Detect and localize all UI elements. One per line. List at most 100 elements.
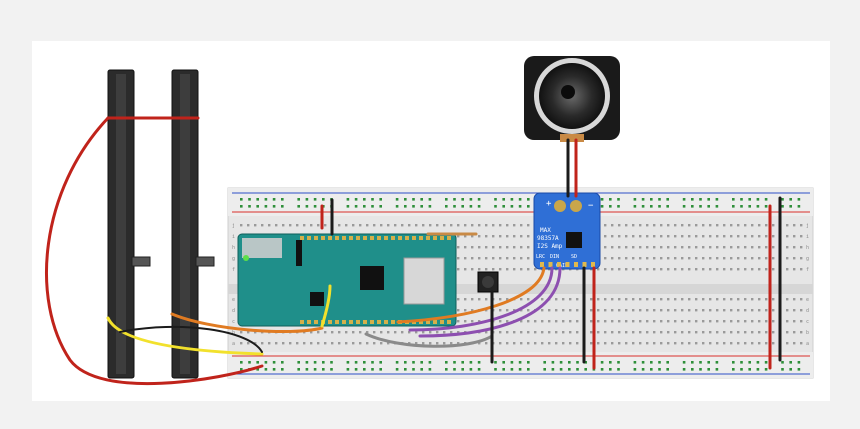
- strip-hole: [681, 320, 684, 323]
- strip-hole: [653, 342, 656, 345]
- rail-hole: [281, 368, 284, 371]
- strip-hole: [471, 257, 474, 260]
- strip-hole: [506, 298, 509, 301]
- strip-hole: [625, 257, 628, 260]
- strip-hole: [457, 268, 460, 271]
- wire-button-gray: [364, 332, 494, 348]
- strip-hole: [464, 320, 467, 323]
- strip-hole: [660, 268, 663, 271]
- rail-hole: [322, 368, 325, 371]
- row-letter: h: [232, 245, 235, 251]
- strip-hole: [527, 224, 530, 227]
- rail-hole: [305, 198, 309, 201]
- rail-hole: [527, 198, 530, 201]
- rail-hole: [682, 368, 686, 371]
- strip-hole: [716, 224, 719, 227]
- strip-hole: [772, 268, 775, 271]
- strip-hole: [520, 331, 523, 334]
- header-pin: [447, 320, 451, 324]
- rail-hole: [502, 198, 505, 201]
- strip-hole: [331, 342, 334, 345]
- strip-hole: [457, 298, 460, 301]
- strip-hole: [597, 331, 600, 334]
- amp-pin: [574, 262, 578, 267]
- strip-hole: [499, 320, 502, 323]
- rail-hole: [641, 198, 645, 201]
- header-pin: [314, 236, 318, 240]
- rail-hole: [576, 361, 579, 364]
- strip-hole: [744, 331, 747, 334]
- strip-hole: [793, 342, 796, 345]
- strip-hole: [667, 331, 670, 334]
- strip-hole: [709, 320, 712, 323]
- strip-hole: [639, 268, 642, 271]
- strip-hole: [674, 235, 677, 238]
- header-pin: [300, 236, 304, 240]
- strip-hole: [772, 246, 775, 249]
- rail-hole: [445, 361, 448, 364]
- strip-hole: [737, 309, 740, 312]
- strip-hole: [786, 257, 789, 260]
- strip-hole: [632, 309, 635, 312]
- rail-hole: [584, 368, 587, 371]
- strip-hole: [793, 320, 796, 323]
- strip-hole: [737, 246, 740, 249]
- rail-hole: [477, 198, 481, 201]
- strip-hole: [674, 331, 677, 334]
- strip-hole: [527, 235, 530, 238]
- rail-hole: [445, 368, 448, 371]
- strip-hole: [555, 342, 558, 345]
- strip-hole: [338, 331, 341, 334]
- strip-hole: [786, 298, 789, 301]
- rail-hole: [551, 368, 555, 371]
- strip-hole: [576, 342, 579, 345]
- strip-hole: [618, 224, 621, 227]
- row-letter: f: [232, 267, 235, 273]
- strip-hole: [688, 320, 691, 323]
- rail-hole: [240, 198, 243, 201]
- header-pin: [447, 236, 451, 240]
- strip-hole: [296, 224, 299, 227]
- strip-hole: [751, 320, 754, 323]
- strip-hole: [492, 224, 495, 227]
- rail-hole: [346, 368, 350, 371]
- strip-hole: [660, 298, 663, 301]
- strip-hole: [513, 235, 516, 238]
- strip-hole: [562, 298, 565, 301]
- strip-hole: [702, 331, 705, 334]
- strip-hole: [716, 235, 719, 238]
- strip-hole: [268, 224, 271, 227]
- rail-hole: [469, 198, 473, 201]
- rail-hole: [789, 361, 792, 364]
- strip-hole: [702, 309, 705, 312]
- rail-hole: [650, 205, 653, 208]
- strip-hole: [646, 268, 649, 271]
- wires: [45, 116, 782, 386]
- strip-hole: [611, 320, 614, 323]
- strip-hole: [541, 342, 544, 345]
- strip-hole: [394, 224, 397, 227]
- strip-hole: [429, 331, 432, 334]
- strip-hole: [695, 298, 698, 301]
- header-pin: [377, 320, 381, 324]
- header-pin: [391, 320, 395, 324]
- center-channel: [228, 284, 813, 294]
- strip-hole: [653, 309, 656, 312]
- rail-hole: [330, 368, 333, 371]
- strip-hole: [667, 224, 670, 227]
- strip-hole: [520, 342, 523, 345]
- rail-hole: [313, 368, 317, 371]
- strip-hole: [555, 309, 558, 312]
- i2s-amplifier-board: + − MAX 98357A I2S Amp LRC DIN SD GAIN: [533, 192, 601, 270]
- strip-hole: [716, 320, 719, 323]
- strip-hole: [443, 331, 446, 334]
- strip-hole: [492, 268, 495, 271]
- strip-hole: [240, 331, 243, 334]
- rail-hole: [510, 368, 514, 371]
- strip-hole: [618, 257, 621, 260]
- rail-hole: [707, 361, 710, 364]
- strip-hole: [254, 342, 257, 345]
- strip-hole: [618, 331, 621, 334]
- rail-hole: [305, 368, 309, 371]
